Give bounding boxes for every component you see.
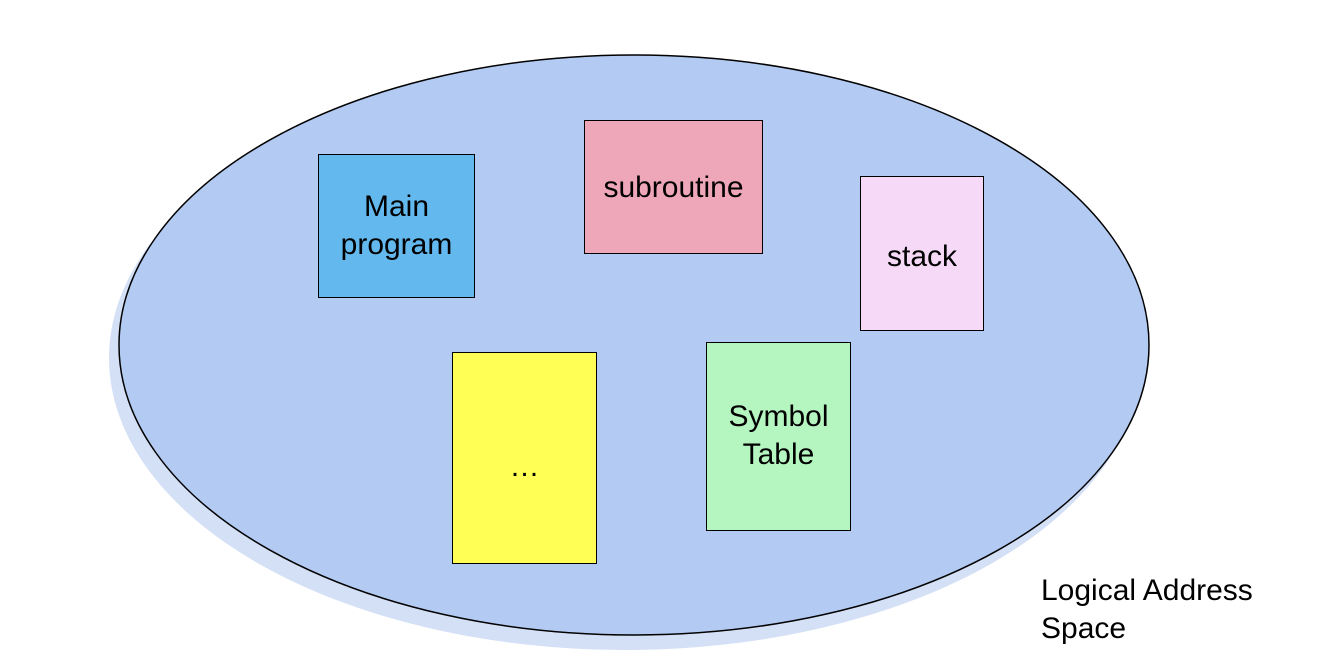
logical-address-space-label: Logical Address Space bbox=[1041, 574, 1253, 645]
symbol-table-segment: Symbol Table bbox=[706, 342, 851, 531]
stack-segment: stack bbox=[860, 176, 984, 331]
ellipsis-segment: … bbox=[452, 352, 597, 564]
subroutine-segment: subroutine bbox=[584, 120, 763, 254]
main-program-segment: Main program bbox=[318, 154, 475, 298]
